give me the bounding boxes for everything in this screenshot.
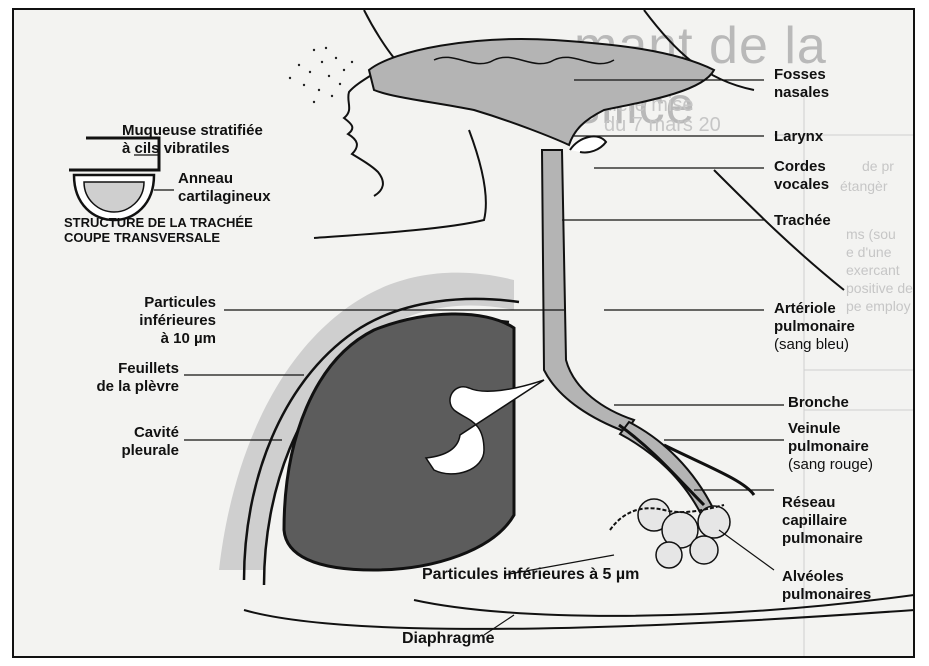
- label-reseau-capillaire: Réseau capillaire pulmonaire: [782, 494, 863, 548]
- label-line: nasales: [774, 84, 829, 102]
- label-particules-10um: Particules inférieures à 10 µm: [64, 294, 216, 348]
- label-line: COUPE TRANSVERSALE: [64, 230, 253, 245]
- label-line: Veinule: [788, 420, 873, 438]
- label-line: de la plèvre: [64, 378, 179, 396]
- figure-frame: mant de la silice Dernière mise du 7 mar…: [12, 8, 915, 658]
- label-alveoles-pulmonaires: Alvéoles pulmonaires: [782, 568, 871, 604]
- label-line: Fosses: [774, 66, 829, 84]
- label-note: (sang bleu): [774, 336, 855, 354]
- label-line: inférieures: [64, 312, 216, 330]
- alveoli-cluster: [638, 499, 730, 568]
- label-line: pulmonaire: [782, 530, 863, 548]
- label-line: capillaire: [782, 512, 863, 530]
- label-line: Feuillets: [64, 360, 179, 378]
- label-anneau-cartilagineux: Anneau cartilagineux: [178, 170, 271, 206]
- label-line: pulmonaires: [782, 586, 871, 604]
- label-structure-trachee: STRUCTURE DE LA TRACHÉE COUPE TRANSVERSA…: [64, 215, 253, 245]
- label-line: Réseau: [782, 494, 863, 512]
- neck-outline-front: [314, 130, 486, 238]
- label-muqueuse-stratifiee: Muqueuse stratifiée à cils vibratiles: [122, 122, 263, 158]
- label-line: Muqueuse stratifiée: [122, 122, 263, 140]
- label-veinule-pulmonaire: Veinule pulmonaire (sang rouge): [788, 420, 873, 474]
- label-line: Anneau: [178, 170, 271, 188]
- label-note: (sang rouge): [788, 456, 873, 474]
- diaphragm-outline: [244, 610, 914, 629]
- label-arteriole-pulmonaire: Artériole pulmonaire (sang bleu): [774, 300, 855, 354]
- label-diaphragme: Diaphragme: [402, 630, 494, 648]
- label-line: pulmonaire: [774, 318, 855, 336]
- label-cavite-pleurale: Cavité pleurale: [64, 424, 179, 460]
- label-fosses-nasales: Fosses nasales: [774, 66, 829, 102]
- label-line: Artériole: [774, 300, 855, 318]
- label-line: à cils vibratiles: [122, 140, 263, 158]
- label-line: Particules: [64, 294, 216, 312]
- label-line: à 10 µm: [64, 330, 216, 348]
- label-line: cartilagineux: [178, 188, 271, 206]
- vocal-cords: [570, 136, 606, 152]
- label-particules-5um: Particules inférieures à 5 µm: [422, 566, 639, 584]
- label-line: Alvéoles: [782, 568, 871, 586]
- label-line: Cordes: [774, 158, 829, 176]
- face-profile-outline: [344, 10, 394, 196]
- label-line: Cavité: [64, 424, 179, 442]
- label-line: vocales: [774, 176, 829, 194]
- inhaled-particles: [289, 47, 353, 103]
- label-line: pulmonaire: [788, 438, 873, 456]
- trachea: [542, 150, 634, 432]
- label-larynx: Larynx: [774, 128, 823, 146]
- label-bronche: Bronche: [788, 394, 849, 412]
- label-line: pleurale: [64, 442, 179, 460]
- label-cordes-vocales: Cordes vocales: [774, 158, 829, 194]
- nasal-cavity: [369, 39, 714, 145]
- label-feuillets-plevre: Feuillets de la plèvre: [64, 360, 179, 396]
- label-trachee: Trachée: [774, 212, 831, 230]
- label-line: STRUCTURE DE LA TRACHÉE: [64, 215, 253, 230]
